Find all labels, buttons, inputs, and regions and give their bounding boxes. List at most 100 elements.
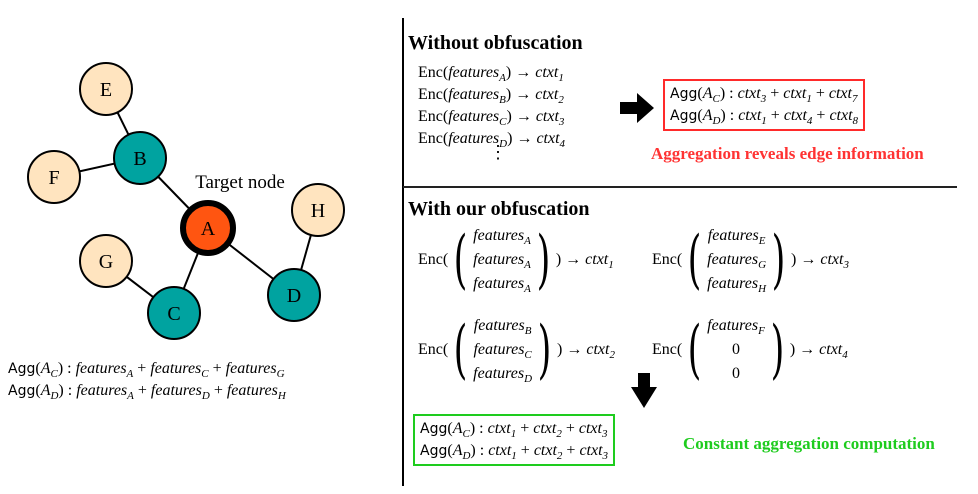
feature: features: [707, 317, 759, 334]
feature-sub: G: [758, 259, 767, 271]
feature-sub: H: [758, 283, 767, 295]
agg-target: A: [452, 420, 463, 437]
ctxt: ctxt: [536, 130, 560, 147]
without-obfuscation-title: Without obfuscation: [408, 32, 583, 54]
vector-entry: featuresA: [473, 248, 531, 272]
ctxt-term: ctxt: [829, 107, 853, 124]
node-label: H: [311, 200, 325, 222]
agg-target: A: [40, 382, 51, 399]
feature-sub: C: [499, 116, 507, 128]
agg-label: Agg: [420, 421, 448, 437]
term: features: [150, 360, 202, 377]
node-label: C: [167, 303, 180, 325]
vertical-divider: [402, 18, 404, 486]
ctxt-sub: 2: [556, 450, 563, 462]
horizontal-divider: [403, 186, 957, 188]
ctxt-sub: 3: [760, 93, 767, 105]
enc-label: Enc(: [652, 251, 683, 268]
node-D: D: [267, 268, 321, 322]
feature: features: [473, 251, 525, 268]
ctxt-term: ctxt: [828, 85, 852, 102]
with-obfuscation-title: With our obfuscation: [408, 198, 590, 220]
node-circle: [291, 183, 345, 237]
node-circle: [267, 268, 321, 322]
enc-label: Enc: [418, 108, 443, 125]
left-paren: (: [687, 223, 702, 297]
term: features: [150, 382, 202, 399]
node-label: G: [99, 251, 113, 273]
ctxt-sub: 3: [601, 428, 608, 440]
ctxt-sub: 1: [558, 72, 564, 84]
ctxt-term: ctxt: [738, 107, 762, 124]
node-E: E: [79, 62, 133, 116]
enc-output: ) → ctxt1: [555, 251, 614, 271]
agg-label: Agg: [670, 86, 698, 102]
ctxt-sub: 1: [608, 259, 614, 271]
ctxt: ctxt: [585, 251, 609, 268]
ctxt-sub: 3: [602, 450, 609, 462]
node-circle: [27, 150, 81, 204]
agg-target: A: [702, 85, 713, 102]
ctxt: ctxt: [586, 341, 610, 358]
node-G: G: [79, 234, 133, 288]
without-caption: Aggregation reveals edge information: [651, 144, 924, 163]
enc-row: Enc(featuresC) → ctxt3: [418, 108, 565, 128]
ctxt-term: ctxt: [488, 442, 512, 459]
term: features: [76, 382, 128, 399]
ctxt: ctxt: [820, 251, 844, 268]
term: features: [226, 382, 278, 399]
vector-entry: featuresF: [707, 314, 765, 338]
ctxt-sub: 2: [609, 349, 615, 361]
ctxt-sub: 4: [806, 115, 813, 127]
right-paren: ): [770, 313, 785, 387]
term: features: [225, 360, 277, 377]
node-F: F: [27, 150, 81, 204]
right-paren: ): [771, 223, 786, 297]
agg-row: Agg(AD) : ctxt1 + ctxt4 + ctxt8: [670, 107, 859, 127]
agg-label: Agg: [420, 443, 448, 459]
left-aggregation-formulas: Agg(AC) : featuresA + featuresC + featur…: [8, 358, 286, 402]
node-circle: [180, 200, 236, 256]
ctxt-sub: 1: [761, 115, 767, 127]
agg-label: Agg: [8, 383, 36, 399]
node-circle: [79, 62, 133, 116]
ctxt: ctxt: [535, 64, 559, 81]
ctxt-term: ctxt: [487, 420, 511, 437]
feature: features: [448, 130, 500, 147]
vector-entry: featuresE: [708, 224, 766, 248]
right-paren: ): [537, 313, 552, 387]
vector-entry: featuresD: [473, 362, 532, 386]
ctxt-sub: 2: [558, 94, 564, 106]
left-agg-row-c: Agg(AC) : featuresA + featuresC + featur…: [8, 360, 285, 380]
feature-sub: B: [499, 94, 506, 106]
feature-sub: E: [758, 235, 766, 247]
feature: features: [448, 86, 500, 103]
term-sub: D: [201, 390, 210, 402]
feature: features: [473, 275, 525, 292]
node-circle: [79, 234, 133, 288]
agg-target: A: [702, 107, 713, 124]
down-arrow-icon: [631, 373, 657, 408]
feature: features: [707, 251, 759, 268]
agg-row: Agg(AD) : ctxt1 + ctxt2 + ctxt3: [420, 442, 609, 462]
agg-row: Agg(AC) : ctxt3 + ctxt1 + ctxt7: [670, 85, 858, 105]
node-label: F: [48, 167, 59, 189]
agg-target-sub: C: [712, 93, 720, 105]
agg-label: Agg: [8, 361, 36, 377]
enc-label: Enc(: [418, 341, 449, 358]
node-label: E: [100, 79, 112, 101]
feature: features: [473, 227, 525, 244]
ellipsis: ⋮: [489, 142, 507, 163]
feature-sub: D: [524, 373, 533, 385]
feature: features: [448, 108, 500, 125]
node-label: B: [133, 148, 146, 170]
vector-entry: 0: [732, 365, 741, 382]
feature: features: [448, 64, 500, 81]
